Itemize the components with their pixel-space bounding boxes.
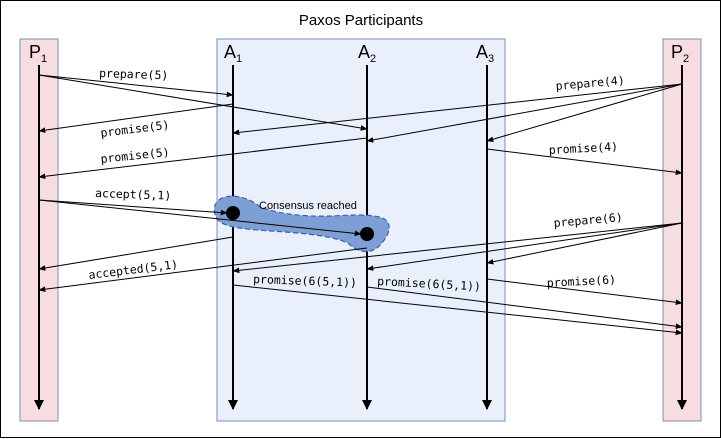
message-label-promise651-a1: promise(6(5,1))	[253, 272, 357, 290]
message-arrow-accept-a2	[38, 199, 362, 237]
message-arrow-prepare6-a2	[366, 222, 683, 271]
message-arrow-prepare6-a3	[486, 222, 683, 265]
message-arrow-promise651-a2	[366, 286, 683, 329]
message-label-promise4: promise(4)	[548, 139, 618, 157]
lane-label-a3: A3	[476, 42, 494, 65]
message-arrow-promise4	[486, 148, 683, 176]
lane-label-a2: A2	[358, 42, 376, 65]
message-arrow-accepted-a2	[38, 247, 368, 292]
lane-label-p1: P1	[29, 42, 47, 65]
lane-label-p2: P2	[671, 42, 689, 65]
message-label-prepare6: prepare(6)	[553, 210, 623, 230]
diagram-title: Paxos Participants	[299, 12, 423, 29]
message-arrow-prepare4-a3	[486, 83, 683, 142]
message-arrow-accepted-a1	[38, 236, 234, 271]
message-arrow-prepare4-a2	[366, 83, 683, 143]
message-arrow-prepare6-a1	[232, 222, 683, 274]
message-arrow-prepare5-a2	[38, 74, 368, 131]
message-arrow-prepare5-a1	[38, 74, 234, 98]
message-arrow-promise5-a2	[38, 137, 368, 180]
message-arrow-promise5-a1	[38, 103, 234, 133]
accept-point-a2	[360, 227, 374, 241]
message-arrow-promise6	[486, 278, 683, 306]
message-arrow-promise651-a1	[232, 284, 683, 336]
message-label-accept: accept(5,1)	[95, 186, 172, 203]
message-arrow-prepare4-a1	[232, 83, 683, 136]
consensus-region	[213, 195, 390, 253]
consensus-label: Consensus reached	[259, 200, 357, 212]
message-label-promise651-a2: promise(6(5,1))	[377, 274, 481, 293]
message-label-prepare5: prepare(5)	[99, 66, 169, 82]
message-label-prepare4: prepare(4)	[555, 73, 625, 93]
accept-point-a1	[226, 206, 240, 220]
message-arrow-accept-a1	[38, 199, 228, 216]
lane-label-a1: A1	[224, 42, 242, 65]
message-label-promise6: promise(6)	[546, 272, 616, 290]
